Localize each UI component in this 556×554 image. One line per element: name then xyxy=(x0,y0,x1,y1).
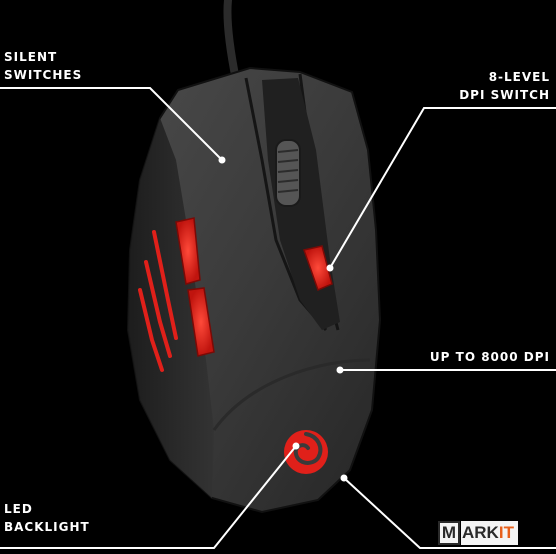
label-line: BACKLIGHT xyxy=(4,520,90,534)
genesis-swirl-logo xyxy=(284,430,328,474)
callout-line-dpi-switch xyxy=(329,107,556,269)
led-stripes xyxy=(138,230,178,372)
callout-line-silent xyxy=(0,87,223,161)
led-backlight-label: LED BACKLIGHT xyxy=(4,500,90,536)
watermark-accent: IT xyxy=(498,523,514,542)
mouse-cable xyxy=(223,0,240,84)
label-line: SILENT xyxy=(4,50,58,64)
callout-line-led xyxy=(0,445,297,549)
label-line: UP TO 8000 DPI xyxy=(429,350,550,364)
label-line: SWITCHES xyxy=(4,68,83,82)
callout-line-rear xyxy=(343,477,556,549)
label-line: 8-LEVEL xyxy=(488,70,550,84)
label-line: LED xyxy=(4,502,33,516)
watermark-first-letter: M xyxy=(438,521,460,545)
palm-ridge xyxy=(212,358,371,431)
silent-switches-label: SILENT SWITCHES xyxy=(4,48,82,84)
dpi-switch-label: 8-LEVEL DPI SWITCH xyxy=(459,68,550,104)
label-line: DPI SWITCH xyxy=(459,88,550,102)
dpi-button xyxy=(303,245,333,292)
side-button-top xyxy=(175,217,201,285)
side-button-bottom xyxy=(187,287,215,357)
dpi-max-label: UP TO 8000 DPI xyxy=(430,348,550,366)
watermark-rest: ARK xyxy=(462,523,499,542)
